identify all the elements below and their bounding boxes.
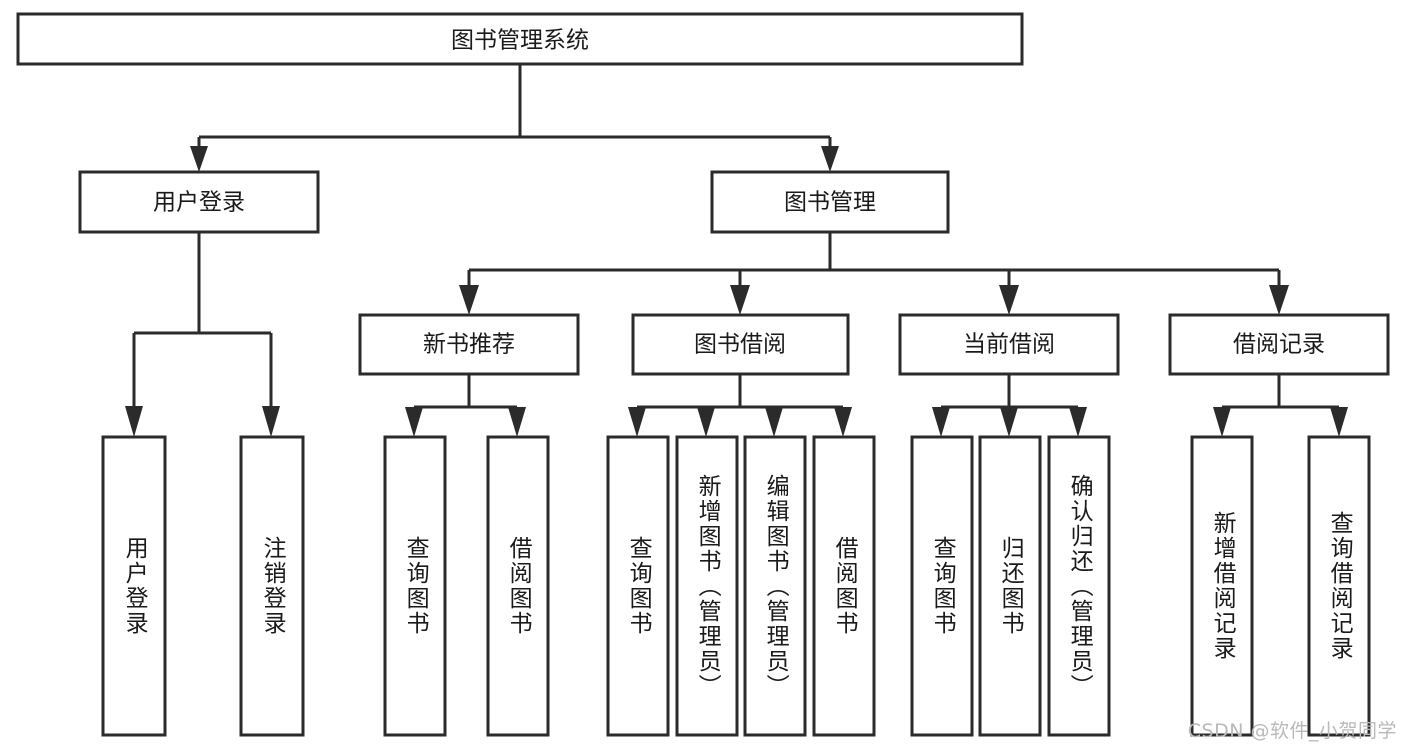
arrow-to-user-login [190,146,208,172]
arrow-to-leaf-user-login [125,406,143,437]
node-label-book-borrow: 图书借阅 [694,332,786,358]
node-label-book-management: 图书管理 [784,190,876,216]
arrow-to-leaf-borrow-book-1 [508,407,526,437]
arrow-to-leaf-query-book-2 [628,407,646,437]
node-label-root: 图书管理系统 [451,28,589,54]
node-box-leaf-query-record[interactable] [1307,435,1371,737]
node-box-new-book-recommend[interactable] [358,313,580,376]
node-box-leaf-logout-login[interactable] [239,435,305,737]
arrow-to-book-borrow [730,285,750,315]
node-box-leaf-add-book[interactable] [675,435,739,737]
node-box-book-borrow[interactable] [631,313,850,376]
node-box-leaf-query-book-3[interactable] [910,435,974,737]
node-box-leaf-borrow-book-2[interactable] [812,435,876,737]
node-box-leaf-query-book-2[interactable] [606,435,670,737]
node-label-current-borrow: 当前借阅 [963,332,1055,358]
arrow-to-leaf-logout-login [262,406,280,437]
arrow-to-book-management [821,146,839,172]
node-box-leaf-edit-book[interactable] [743,435,807,737]
node-box-leaf-add-record[interactable] [1190,435,1254,737]
arrow-to-leaf-add-record [1213,407,1231,437]
node-box-borrow-record[interactable] [1168,313,1390,376]
node-box-book-management[interactable] [710,170,950,234]
arrow-to-current-borrow [999,285,1019,315]
node-box-leaf-user-login[interactable] [101,435,167,737]
watermark-text: CSDN @软件_小贺同学 [1187,720,1397,742]
node-box-leaf-return-book[interactable] [978,435,1042,737]
node-box-root[interactable] [16,12,1024,66]
arrow-to-leaf-return-book [1000,407,1018,437]
arrow-to-leaf-add-book [697,407,715,437]
arrow-to-leaf-query-book-3 [932,407,950,437]
arrow-to-new-book-recommend [459,285,479,315]
arrow-to-leaf-borrow-book-2 [834,407,852,437]
arrow-to-leaf-confirm-return [1069,407,1087,437]
arrow-to-leaf-edit-book [765,407,783,437]
node-box-leaf-confirm-return[interactable] [1047,435,1111,737]
node-label-new-book-recommend: 新书推荐 [423,332,515,358]
node-box-user-login[interactable] [78,170,320,234]
node-label-borrow-record: 借阅记录 [1233,332,1325,358]
node-box-leaf-query-book-1[interactable] [383,435,447,737]
arrow-to-borrow-record [1269,285,1289,315]
node-box-current-borrow[interactable] [898,313,1120,376]
connectors-layer [125,64,1348,437]
node-label-user-login: 用户登录 [153,190,245,216]
node-box-leaf-borrow-book-1[interactable] [486,435,550,737]
arrow-to-leaf-query-record [1330,407,1348,437]
node-boxes-layer: 图书管理系统 用户登录 图书管理 新书推荐 图书借阅 当前借阅 借阅记录 [16,12,1390,737]
arrow-to-leaf-query-book-1 [405,407,423,437]
